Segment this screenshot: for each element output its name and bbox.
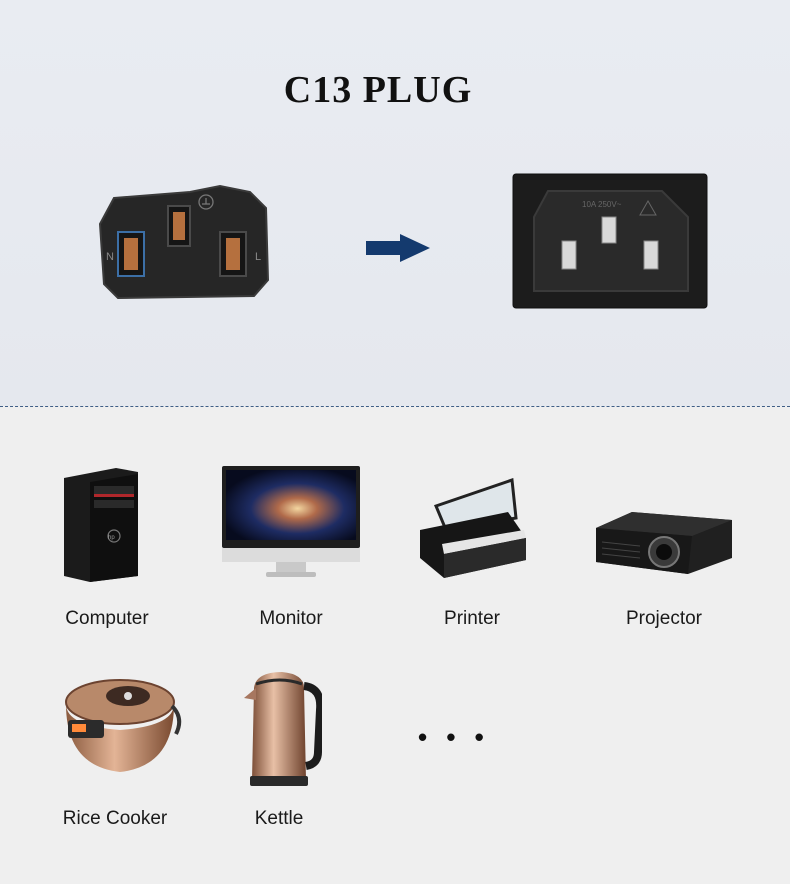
live-pin-label: L — [255, 251, 261, 263]
socket-rating: 10A 250V~ — [582, 200, 622, 209]
section-divider — [0, 406, 790, 407]
more-devices-indicator: • • • — [418, 722, 490, 752]
c13-plug-icon: N L — [98, 184, 270, 300]
device-label-printer: Printer — [444, 608, 500, 629]
device-label-computer: Computer — [65, 608, 149, 629]
page-title: C13 PLUG — [283, 69, 473, 111]
right-arrow-icon — [366, 234, 430, 262]
device-label-monitor: Monitor — [259, 608, 323, 629]
svg-text:hp: hp — [108, 535, 115, 541]
neutral-pin-label: N — [106, 251, 114, 263]
computer-tower-icon: hp — [64, 468, 138, 582]
device-label-kettle: Kettle — [254, 808, 304, 829]
projector-icon — [596, 512, 732, 574]
monitor-icon — [222, 466, 360, 577]
printer-icon — [420, 478, 526, 578]
device-label-rice-cooker: Rice Cooker — [62, 808, 168, 829]
device-label-projector: Projector — [625, 608, 703, 629]
rice-cooker-icon — [65, 679, 182, 772]
c14-socket-icon: 10A 250V~ — [512, 173, 708, 309]
kettle-icon — [244, 672, 322, 786]
